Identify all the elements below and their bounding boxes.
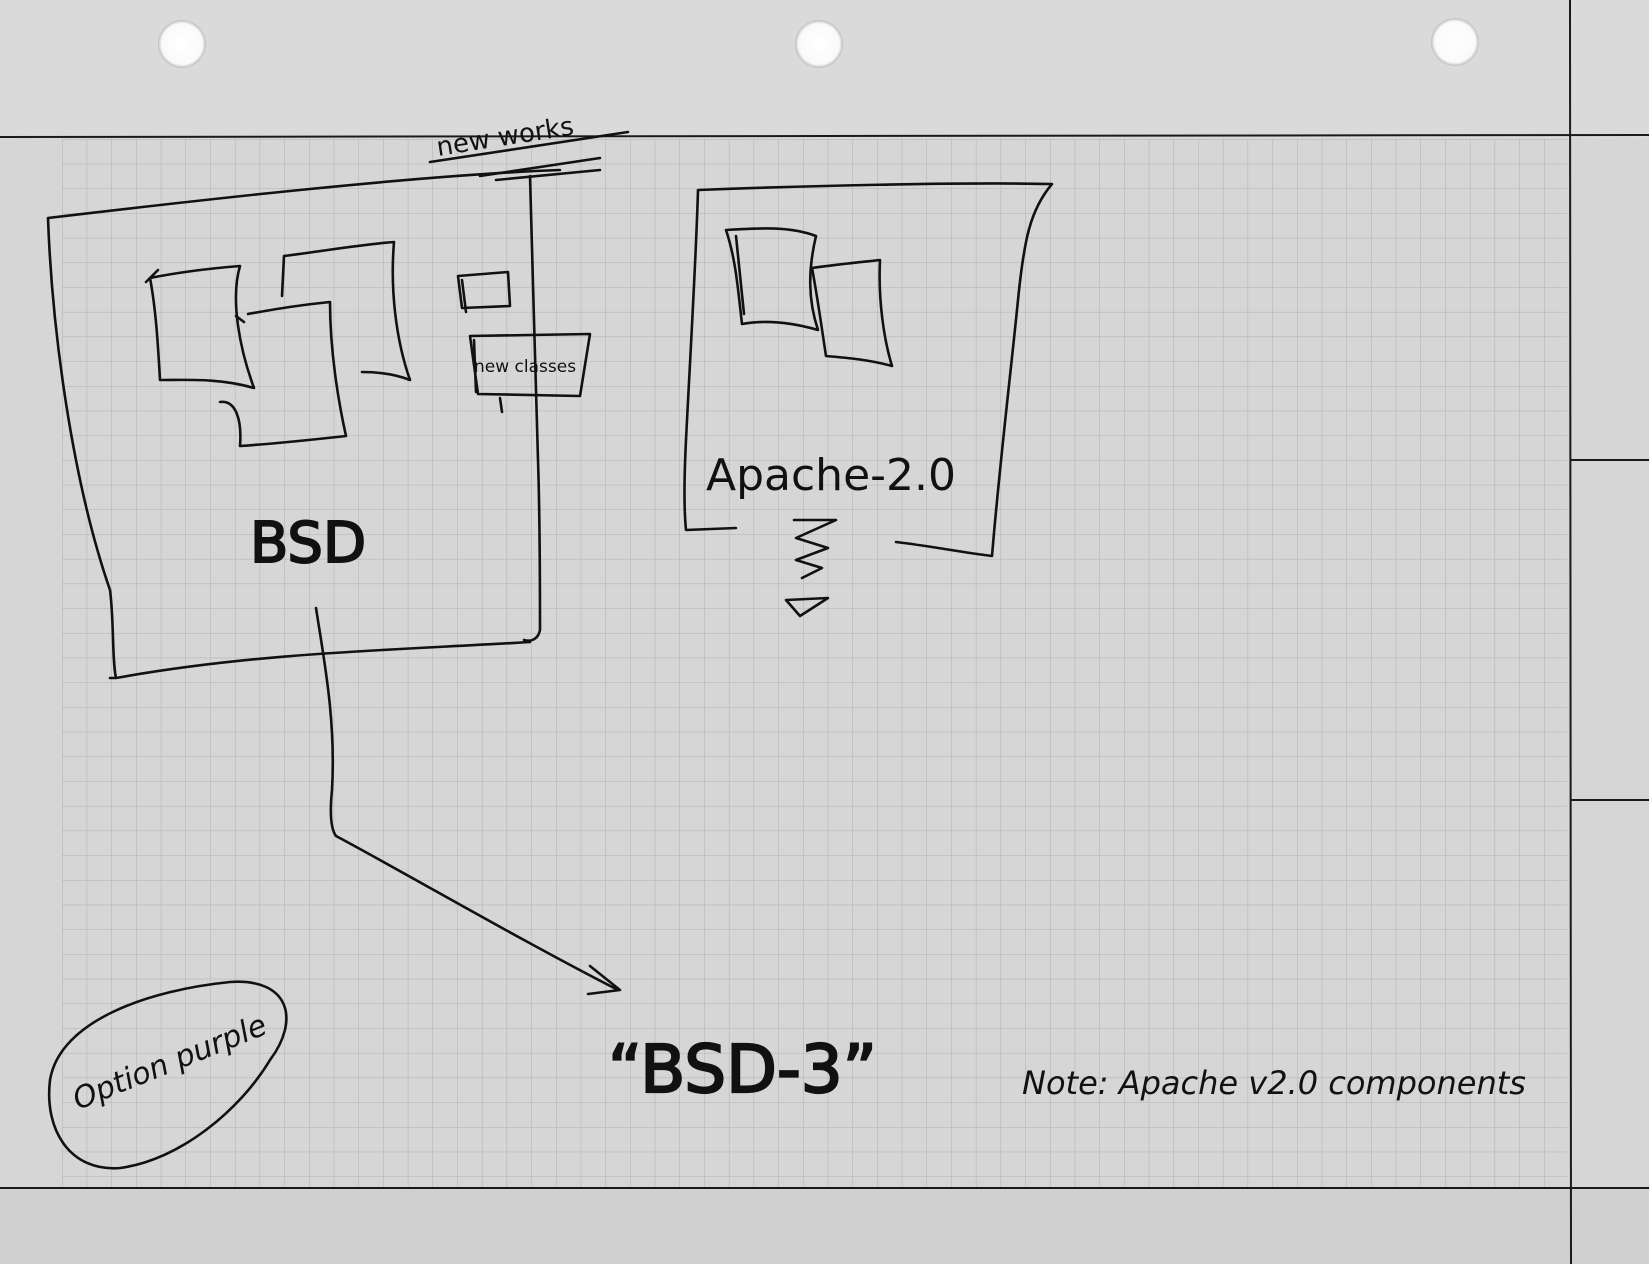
apache-inner-box: [810, 258, 894, 368]
bsd-to-bsd3-arrow: [314, 606, 622, 996]
apache-label: Apache-2.0: [706, 450, 956, 501]
punch-hole: [158, 20, 206, 68]
new-classes-label: new classes: [474, 357, 576, 377]
new-works-box: [456, 270, 512, 314]
bsd-inner-box: [144, 264, 256, 390]
option-purple-oval: [47, 980, 288, 1170]
note-label: Note: Apache v2.0 components: [1022, 1064, 1526, 1102]
bsd-label: BSD: [250, 511, 366, 576]
new-classes-box: [468, 332, 592, 414]
apache-inner-box: [724, 227, 820, 332]
zigzag-arrow: [784, 518, 838, 618]
punch-hole: [1431, 18, 1479, 66]
bsd-inner-box: [218, 300, 348, 448]
punch-holes: [158, 18, 1479, 68]
new-works-underline: [428, 130, 630, 182]
bsd3-result-label: “BSD-3”: [608, 1031, 877, 1108]
punch-hole: [795, 20, 843, 68]
new-works-divider: [522, 174, 542, 642]
apache-region-outline: [683, 182, 1054, 558]
bsd-inner-box: [280, 240, 412, 382]
